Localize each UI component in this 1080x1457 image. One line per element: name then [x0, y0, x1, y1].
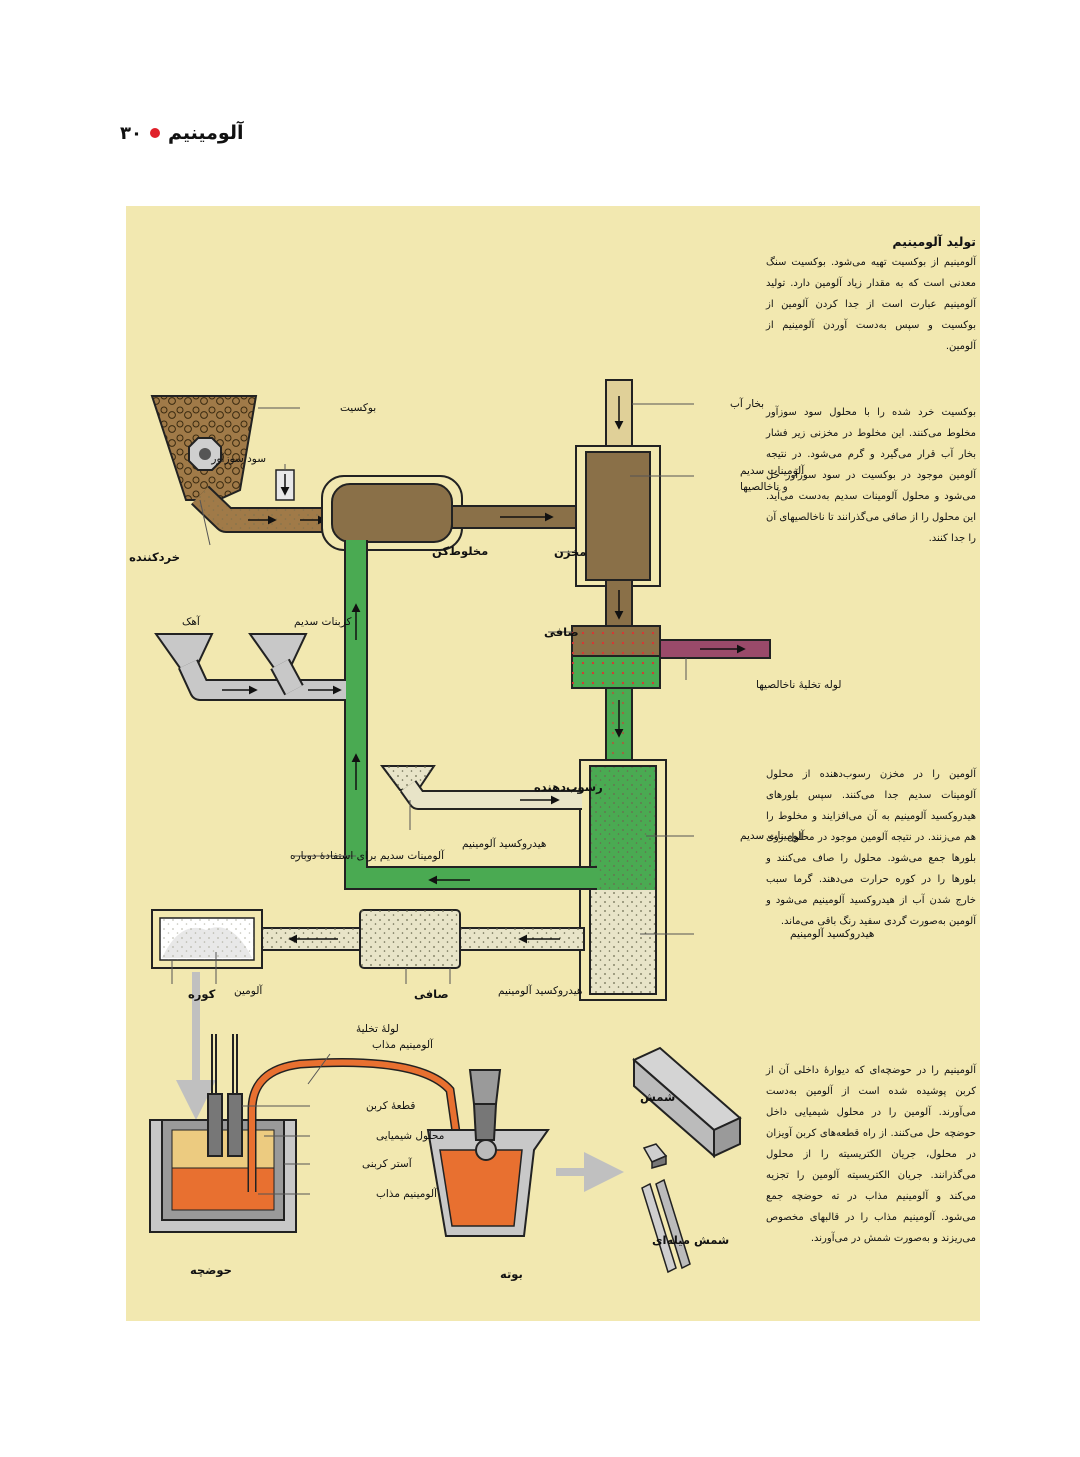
rod-ingot	[641, 1178, 691, 1274]
intro-body: آلومینیم از بوکسیت تهیه می‌شود. بوکسیت س…	[766, 257, 976, 352]
header-dot	[149, 128, 160, 138]
intro-text: تولید آلومینیم آلومینیم از بوکسیت تهیه م…	[766, 232, 976, 357]
sodium-carbonate-hopper	[248, 633, 308, 669]
crucible	[426, 1069, 550, 1237]
seed-hopper	[380, 765, 582, 810]
caustic-soda-funnel	[275, 469, 295, 501]
label-impurity-pipe: لوله تخلیهٔ ناخالصیها	[756, 679, 841, 691]
bauxite-hopper	[150, 395, 258, 501]
electrolysis-pot	[149, 1034, 297, 1233]
recycle-pipe	[344, 540, 597, 890]
label-molten-pipe-1: لولهٔ تخلیهٔ	[356, 1023, 399, 1035]
lime-hopper	[154, 633, 214, 669]
label-bauxite: بوکسیت	[340, 402, 376, 414]
label-tank: مخزن	[554, 545, 586, 559]
steam-pipe	[605, 379, 633, 451]
label-ingot: شمش	[640, 1090, 675, 1104]
label-chemical-solution: محلول شیمیایی	[376, 1130, 444, 1142]
label-steam: بخار آب	[730, 397, 764, 410]
label-aluminium-hydroxide: هیدروکسید آلومینیم	[462, 837, 546, 850]
label-aluminate-impurities-1: آلومینات سدیم	[740, 464, 805, 477]
label-crusher: خردکننده	[129, 550, 180, 564]
chapter-title: آلومینیم	[167, 122, 244, 144]
label-carbon-block: قطعهٔ کربن	[366, 1100, 415, 1112]
step1-text: بوکسیت خرد شده را با محلول سود سوزآور مخ…	[766, 407, 976, 544]
digester-tank	[575, 445, 661, 587]
step3-text: آلومینیم را در حوضچه‌ای که دیوارهٔ داخلی…	[766, 1065, 976, 1244]
label-caustic-soda: سود سوزآور	[210, 452, 266, 465]
precipitator-tank	[579, 759, 667, 1001]
step2-text: آلومین را در مخزن رسوب‌دهنده از محلول آل…	[766, 769, 976, 927]
label-sodium-aluminate: آلومینات سدیم	[740, 829, 805, 842]
label-mixer: مخلوط‌کن	[432, 544, 488, 559]
label-crucible: بوته	[500, 1267, 523, 1282]
label-rod-ingot: شمش میله‌ای	[652, 1233, 729, 1247]
hydroxide-pipe	[261, 909, 585, 969]
label-molten-pipe-2: آلومینیم مذاب	[372, 1038, 434, 1051]
mixer	[321, 475, 463, 551]
label-hydroxide-filter: هیدروکسید آلومینیم	[498, 984, 582, 997]
label-carbon-lining: آستر کربنی	[362, 1157, 413, 1170]
label-recycled-aluminate: آلومینات سدیم برای استفادهٔ دوباره	[290, 849, 445, 862]
label-pot: حوضچه	[190, 1263, 232, 1278]
label-lime: آهک	[182, 615, 201, 628]
intro-title: تولید آلومینیم	[892, 234, 976, 249]
leader-lines	[171, 403, 694, 1195]
label-alumina: آلومین	[234, 984, 263, 997]
filter	[571, 625, 661, 689]
label-aluminate-impurities-2: و ناخالصیها	[740, 481, 788, 493]
label-hydroxide-tank: هیدروکسید آلومینیم	[790, 927, 874, 940]
label-filter-2: صافی	[414, 987, 449, 1001]
label-filter: صافی	[544, 625, 579, 639]
label-kiln: کوره	[188, 987, 216, 1002]
label-precipitator: رسوب‌دهنده	[534, 780, 603, 795]
kiln	[151, 909, 263, 969]
ingot	[632, 1046, 742, 1169]
page-header: ۳۰ آلومینیم	[120, 122, 243, 144]
label-molten-aluminium: آلومینیم مذاب	[376, 1187, 438, 1200]
page-number: ۳۰	[120, 122, 142, 144]
label-sodium-carbonate: کربنات سدیم	[294, 616, 352, 628]
